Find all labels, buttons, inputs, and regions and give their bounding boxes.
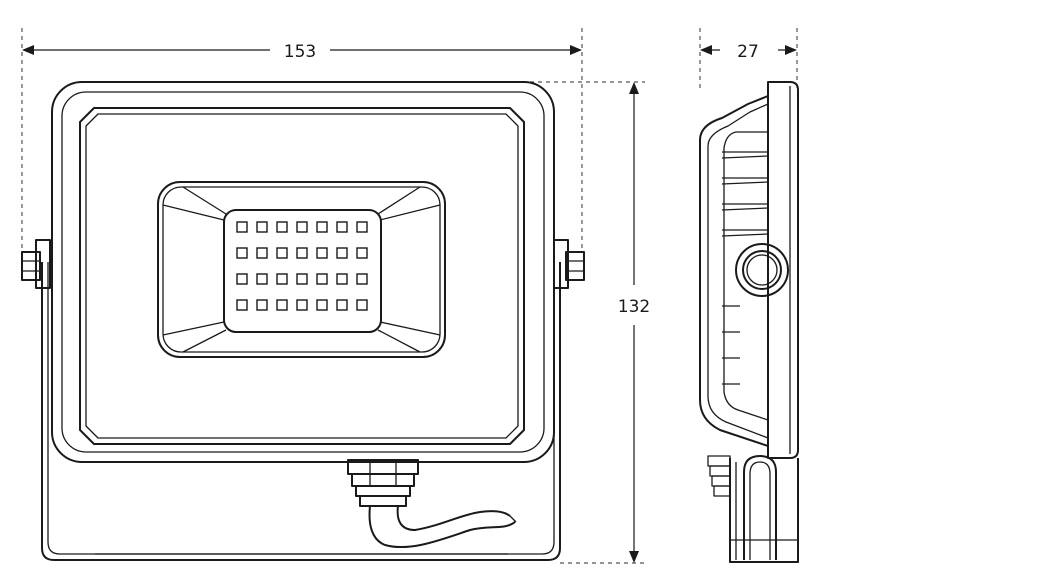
width-dimension: 153 — [21, 28, 583, 250]
led-chip — [276, 273, 288, 285]
led-chip — [296, 221, 308, 233]
led-chip — [336, 273, 348, 285]
height-dimension: 132 — [530, 81, 650, 564]
height-label: 132 — [618, 297, 650, 317]
housing-outer — [51, 81, 555, 463]
led-chip — [356, 247, 368, 259]
led-chip — [336, 221, 348, 233]
side-front-plate — [767, 81, 799, 459]
side-cable-gland — [707, 455, 731, 497]
left-bolt — [21, 239, 51, 289]
pivot-knob — [735, 243, 789, 297]
led-board — [223, 209, 382, 333]
led-chip — [316, 221, 328, 233]
led-chip — [336, 299, 348, 311]
led-chip — [236, 221, 248, 233]
led-chip — [316, 247, 328, 259]
led-chip — [296, 247, 308, 259]
led-chip — [336, 247, 348, 259]
led-chip — [316, 299, 328, 311]
reflector — [157, 181, 446, 358]
led-chip — [256, 299, 268, 311]
led-chip — [276, 299, 288, 311]
power-cable — [368, 505, 516, 549]
heatsink-fins — [721, 151, 769, 385]
led-chip — [316, 273, 328, 285]
led-chip — [356, 299, 368, 311]
led-chip — [296, 273, 308, 285]
led-chip — [276, 247, 288, 259]
heatsink-body — [699, 95, 769, 447]
mounting-bracket — [41, 262, 561, 561]
led-chip — [256, 273, 268, 285]
right-bolt — [553, 239, 585, 289]
led-chip — [356, 273, 368, 285]
depth-dimension: 27 — [699, 28, 798, 90]
depth-label: 27 — [737, 42, 759, 62]
cable-gland — [347, 459, 419, 507]
led-chip — [236, 299, 248, 311]
led-chip — [236, 247, 248, 259]
width-label: 153 — [284, 42, 316, 62]
led-chip — [296, 299, 308, 311]
led-chip — [256, 247, 268, 259]
front-view — [21, 81, 585, 561]
side-view — [699, 81, 799, 563]
led-chip — [236, 273, 248, 285]
glass-frame — [79, 107, 525, 445]
led-chip — [276, 221, 288, 233]
led-chip — [356, 221, 368, 233]
led-chip — [256, 221, 268, 233]
led-grid — [236, 221, 368, 311]
side-bracket — [729, 458, 799, 563]
